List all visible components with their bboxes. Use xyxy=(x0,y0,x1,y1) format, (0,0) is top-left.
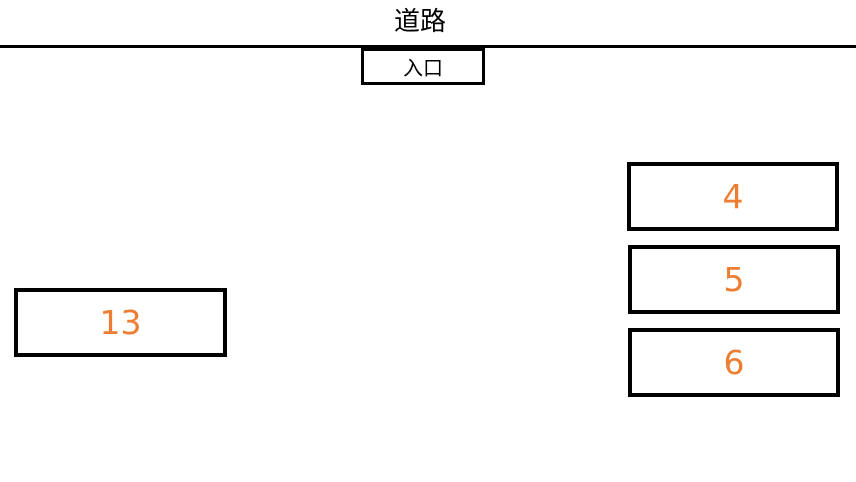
slot-number: 4 xyxy=(722,177,744,216)
parking-slot-13: 13 xyxy=(14,288,227,357)
parking-slot-6: 6 xyxy=(628,328,840,397)
slot-number: 5 xyxy=(723,260,745,299)
road-label: 道路 xyxy=(393,7,446,37)
road-line xyxy=(0,45,856,48)
slot-number: 6 xyxy=(723,343,745,382)
slot-number: 13 xyxy=(99,303,142,342)
entrance-box: 入口 xyxy=(361,48,485,85)
entrance-label: 入口 xyxy=(403,56,443,80)
parking-slot-4: 4 xyxy=(627,162,839,231)
parking-slot-5: 5 xyxy=(628,245,840,314)
